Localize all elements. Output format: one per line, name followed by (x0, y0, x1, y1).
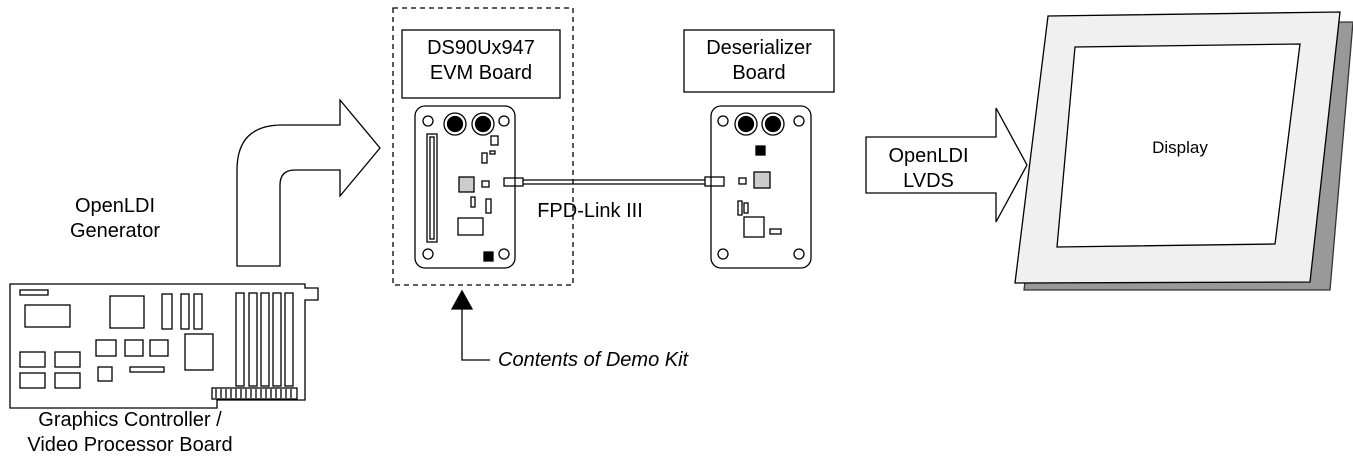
demo-kit-label: Contents of Demo Kit (498, 349, 689, 371)
evm-board-label-line2: EVM Board (429, 62, 533, 84)
openldi-lvds-arrow (865, 107, 1028, 223)
deserializer-label-box (683, 29, 835, 93)
evm-label-box (401, 29, 561, 99)
generator-label: OpenLDI Generator (40, 194, 190, 244)
graphics-controller-label: Graphics Controller / Video Processor Bo… (5, 408, 255, 458)
graphics-controller-card (9, 283, 319, 409)
video-input-arrow (236, 98, 381, 267)
demo-kit-pointer (450, 289, 490, 361)
openldi-lvds-label: OpenLDI LVDS (866, 144, 991, 194)
evm-board-label: DS90Ux947 EVM Board (402, 36, 560, 86)
deserializer-board (704, 105, 812, 269)
demo-kit-boundary (392, 7, 574, 286)
openldi-lvds-label-line2: LVDS (903, 170, 954, 192)
graphics-controller-label-line1: Graphics Controller / (38, 409, 222, 431)
generator-label-line2: Generator (69, 220, 161, 242)
evm-board-label-line1: DS90Ux947 (427, 37, 535, 59)
fpd-link-label: FPD-Link III (537, 200, 643, 222)
display-monitor (1014, 11, 1353, 291)
generator-label-line1: OpenLDI (74, 195, 156, 217)
display-label: Display (1152, 138, 1208, 157)
deserializer-board-label-line1: Deserializer (706, 37, 812, 59)
evm-board (414, 105, 524, 269)
fpd-link-cable (523, 179, 705, 185)
deserializer-board-label: Deserializer Board (684, 36, 834, 86)
deserializer-board-label-line2: Board (732, 62, 786, 84)
openldi-lvds-label-line1: OpenLDI (888, 145, 969, 167)
graphics-controller-label-line2: Video Processor Board (27, 434, 233, 456)
